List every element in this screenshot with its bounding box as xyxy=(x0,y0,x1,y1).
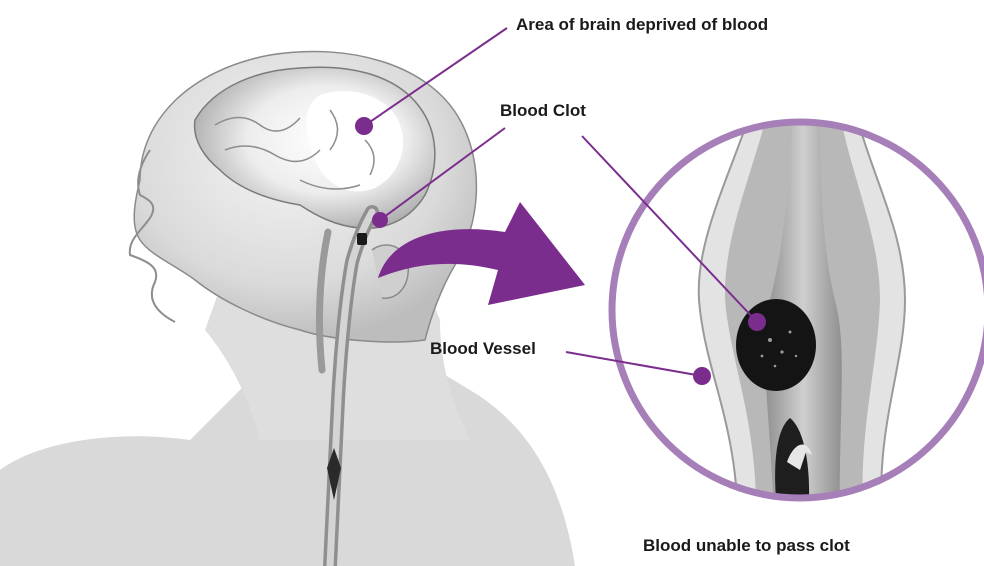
small-clot-marker xyxy=(357,233,367,245)
leader-clot-small-dot xyxy=(373,213,387,227)
label-blood-vessel: Blood Vessel xyxy=(430,339,536,359)
magnified-view xyxy=(612,80,984,540)
label-caption: Blood unable to pass clot xyxy=(643,536,850,556)
leader-vessel-dot xyxy=(694,368,710,384)
leader-brain-area-dot xyxy=(356,118,372,134)
label-brain-area: Area of brain deprived of blood xyxy=(516,15,768,35)
label-blood-clot: Blood Clot xyxy=(500,101,586,121)
leader-clot-large-dot xyxy=(749,314,765,330)
